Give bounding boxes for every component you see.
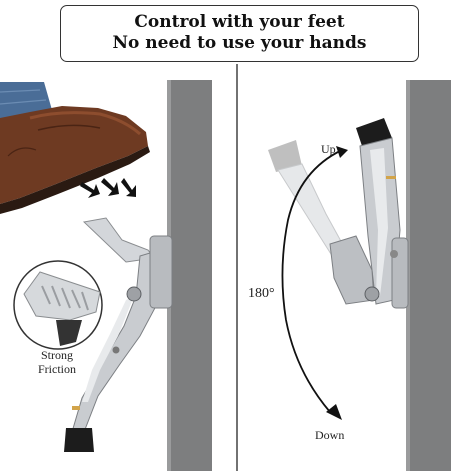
press-arrows-icon	[80, 178, 136, 198]
shoe-icon	[0, 106, 150, 214]
strong-friction-line-1: Strong	[40, 348, 73, 362]
left-doorstop-icon	[64, 217, 173, 452]
rotation-label: 180°	[248, 286, 275, 301]
strong-friction-label: Strong Friction	[22, 348, 92, 376]
rotation-arc-icon	[281, 149, 343, 413]
right-wall	[406, 80, 451, 471]
left-wall	[167, 80, 212, 471]
right-doorstop-icon	[329, 118, 409, 309]
headline-line-2: No need to use your hands	[112, 33, 367, 53]
headline-banner: Control with your feet No need to use yo…	[60, 5, 419, 62]
strong-friction-line-2: Friction	[38, 362, 76, 376]
headline-line-1: Control with your feet	[134, 12, 345, 32]
arrow-down-head	[326, 404, 342, 420]
down-label: Down	[315, 428, 345, 442]
magnifier-circle-icon	[13, 260, 103, 350]
up-label: Up	[321, 142, 336, 156]
ghost-doorstop-icon	[268, 140, 349, 263]
arrow-up-head	[336, 146, 348, 158]
